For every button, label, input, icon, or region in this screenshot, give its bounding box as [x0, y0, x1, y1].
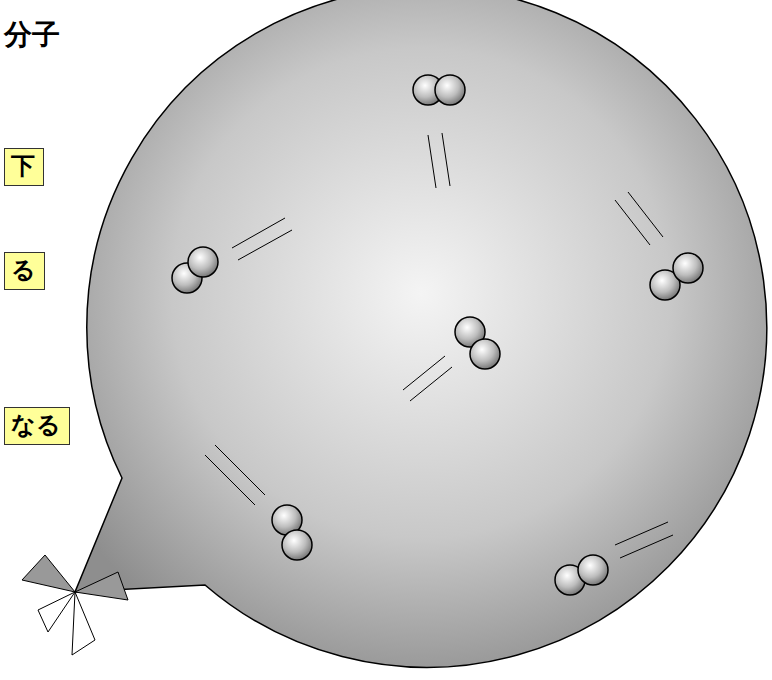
motion-lines: [205, 133, 673, 558]
pinwheel: [22, 555, 128, 655]
molecules: [172, 75, 703, 595]
box-text: 下: [11, 151, 37, 181]
heading: 分子: [4, 16, 60, 54]
highlight-box: 下: [4, 148, 44, 186]
highlight-box: る: [4, 252, 45, 290]
box-text: なる: [11, 410, 63, 440]
highlight-box: なる: [4, 407, 70, 445]
box-text: る: [11, 255, 38, 285]
balloon-body: [75, 0, 767, 667]
